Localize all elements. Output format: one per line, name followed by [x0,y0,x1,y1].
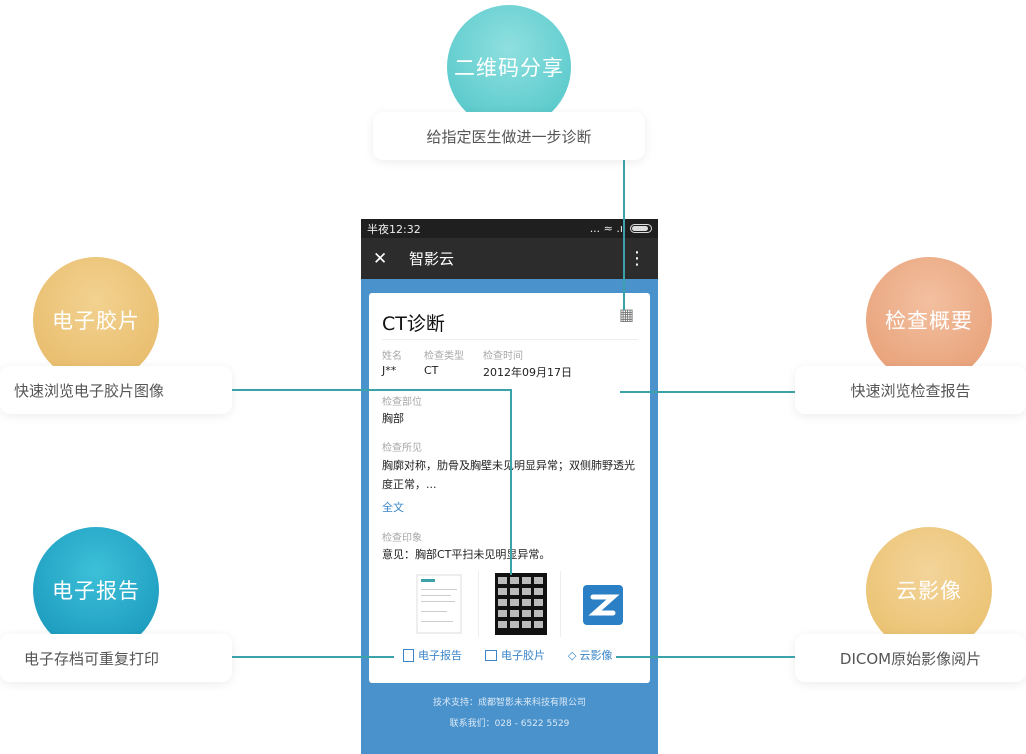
report-button[interactable]: 电子报告 [403,645,462,665]
menu-icon[interactable]: ⋮ [628,248,646,269]
film-button-icon [485,649,497,661]
site-label: 检查部位 [382,397,422,408]
name-label: 姓名 [382,351,402,362]
film-desc: 快速浏览电子胶片图像 [14,381,165,400]
film-thumbnail[interactable] [481,571,561,637]
summary-desc: 快速浏览检查报告 [850,381,971,400]
app-title: 智影云 [409,250,455,268]
qr-code-icon[interactable]: ▦ [619,305,635,324]
status-bar: 半夜12:32 ... ≈ .ıl [361,219,658,238]
qr-share-circle: 二维码分享 [447,5,571,129]
cloud-desc-pill: DICOM原始影像阅片 [795,634,1026,682]
findings-value: 胸廓对称，肋骨及胸壁未见明显异常；双侧肺野透光度正常，... [382,459,635,491]
film-connector-h [232,389,512,391]
impression-value: 意见：胸部CT平扫未见明显异常。 [382,548,551,561]
cloud-desc: DICOM原始影像阅片 [839,649,982,668]
report-title: 电子报告 [52,579,140,603]
report-circle: 电子报告 [33,527,159,653]
film-desc-pill: 快速浏览电子胶片图像 [0,366,232,414]
time-value: 2012年09月17日 [483,366,572,379]
close-icon[interactable]: ✕ [373,248,388,269]
type-value: CT [424,364,439,377]
findings-label: 检查所见 [382,443,422,454]
summary-connector-h [620,391,795,393]
name-value: J** [382,364,397,377]
report-card: CT诊断 ▦ 姓名 检查类型 检查时间 J** CT 2012年09月17日 检… [369,293,650,683]
cloud-thumbnail[interactable] [563,571,643,637]
phone-screen: 半夜12:32 ... ≈ .ıl ✕ 智影云 ⋮ CT诊断 ▦ 姓名 检查类型… [361,219,658,754]
summary-desc-pill: 快速浏览检查报告 [795,366,1026,414]
cloud-circle: 云影像 [866,527,992,653]
report-button-icon [403,648,414,662]
summary-title: 检查概要 [885,309,973,333]
qr-connector-v [623,160,625,310]
qr-share-desc-pill: 给指定医生做进一步诊断 [373,112,645,160]
type-label: 检查类型 [424,351,464,362]
film-button[interactable]: 电子胶片 [485,645,545,665]
report-thumbnail[interactable] [399,571,479,637]
cloud-button-label: 云影像 [579,649,613,662]
battery-fill [632,226,648,231]
summary-circle: 检查概要 [866,257,992,383]
cloud-button[interactable]: ◇ 云影像 [568,645,612,665]
title-bar: ✕ 智影云 ⋮ [361,238,658,279]
impression-label: 检查印象 [382,533,422,544]
signal-icon: ... ≈ .ıl [589,222,626,235]
film-connector-v [510,389,512,575]
status-icons: ... ≈ .ıl [590,222,652,235]
cloud-logo-icon [583,585,623,625]
qr-share-title: 二维码分享 [454,56,564,80]
film-circle: 电子胶片 [33,257,159,383]
status-time: 半夜12:32 [367,222,421,236]
film-grid-icon [495,573,547,635]
report-document-icon [416,574,462,634]
site-value: 胸部 [382,412,404,425]
footer-contact: 联系我们：028 - 6522 5529 [449,719,570,729]
film-button-label: 电子胶片 [501,649,545,662]
cloud-title: 云影像 [896,579,962,603]
report-connector-h [232,656,394,658]
card-heading: CT诊断 [382,313,445,335]
qr-share-desc: 给指定医生做进一步诊断 [426,127,592,146]
report-button-label: 电子报告 [418,649,462,662]
film-title: 电子胶片 [52,309,140,333]
footer-support: 技术支持：成都智影未来科技有限公司 [432,698,586,708]
heading-divider [382,339,638,340]
report-desc: 电子存档可重复打印 [24,649,160,668]
battery-icon [630,224,652,233]
fulltext-link[interactable]: 全文 [382,501,404,514]
time-label: 检查时间 [483,351,523,362]
cloud-button-icon: ◇ [568,648,577,662]
report-desc-pill: 电子存档可重复打印 [0,634,232,682]
cloud-connector-h [616,656,795,658]
